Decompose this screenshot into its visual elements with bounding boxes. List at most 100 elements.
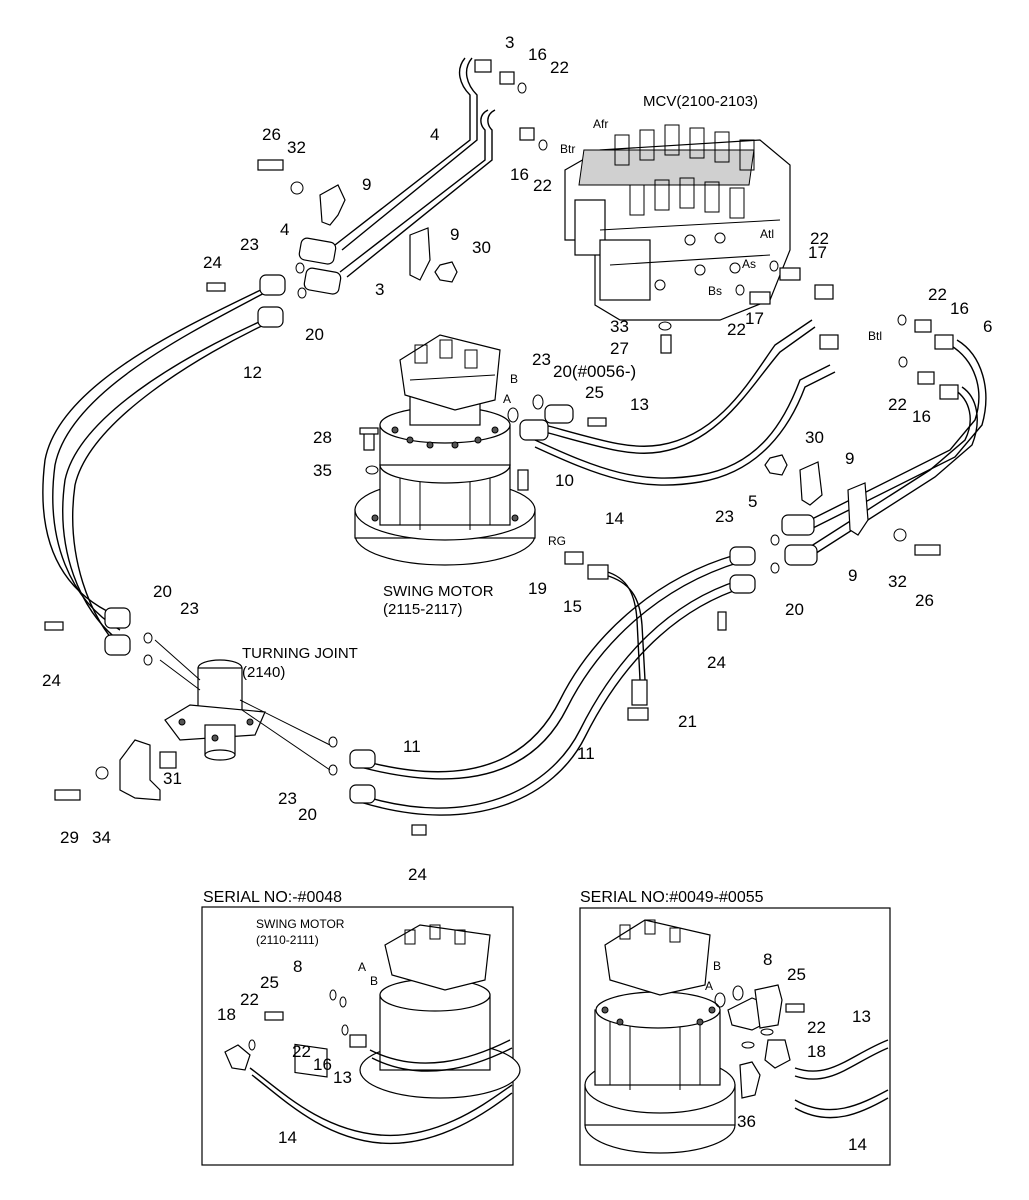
inset-callout: 16	[313, 1055, 332, 1074]
callout: 9	[845, 449, 854, 468]
callout: 19	[528, 579, 547, 598]
inset-right-title: SERIAL NO:#0049-#0055	[580, 889, 764, 906]
callout: 16	[912, 407, 931, 426]
inset-callout: 18	[807, 1042, 826, 1061]
turning-joint-range: (2140)	[242, 664, 285, 681]
callout: 20	[785, 600, 804, 619]
callout: 20	[305, 325, 324, 344]
flanges	[104, 237, 818, 804]
callout: 22	[727, 320, 746, 339]
inset-right-port-b: B	[713, 959, 721, 973]
callout: 3	[505, 33, 514, 52]
callout: 17	[808, 243, 827, 262]
callout: 11	[403, 737, 421, 756]
callout: 22	[810, 229, 829, 248]
callout: 33	[610, 317, 629, 336]
callout: 9	[362, 175, 371, 194]
callout: 20(#0056-)	[553, 362, 636, 381]
inset-right-port-a: A	[705, 979, 713, 993]
callout: 29	[60, 828, 79, 847]
port-a: A	[503, 392, 511, 406]
swing-motor	[354, 334, 536, 566]
callout: 16	[510, 165, 529, 184]
inset-serial-0049-0055: SERIAL NO:#0049-#0055 B A 8	[579, 889, 891, 1166]
inset-callout: 25	[260, 973, 279, 992]
callout: 26	[915, 591, 934, 610]
port-rg: RG	[548, 534, 566, 548]
callout: 34	[92, 828, 111, 847]
callout: 15	[563, 597, 582, 616]
turning-joint	[164, 659, 266, 761]
inset-callout: 8	[763, 950, 772, 969]
callout: 30	[472, 238, 491, 257]
callout: 32	[888, 572, 907, 591]
callout: 21	[678, 712, 697, 731]
callout: 9	[450, 225, 459, 244]
port-bs: Bs	[708, 284, 722, 298]
callout: 27	[610, 339, 629, 358]
callout: 24	[203, 253, 222, 272]
callout: 5	[748, 492, 757, 511]
callout: 22	[533, 176, 552, 195]
callout: 23	[715, 507, 734, 526]
inset-left-motor-range: (2110-2111)	[256, 933, 319, 947]
callout: 12	[243, 363, 262, 382]
callout: 13	[630, 395, 649, 414]
callout: 4	[430, 125, 439, 144]
callout: 6	[983, 317, 992, 336]
inset-left-port-a: A	[358, 960, 366, 974]
inset-callout: 8	[293, 957, 302, 976]
callout: 31	[163, 769, 182, 788]
mcv-label: MCV(2100-2103)	[643, 93, 758, 110]
inset-callout: 14	[278, 1128, 297, 1147]
callout: 28	[313, 428, 332, 447]
mounting-bracket	[119, 739, 161, 801]
callout: 23	[278, 789, 297, 808]
callout: 32	[287, 138, 306, 157]
port-btl: Btl	[868, 329, 882, 343]
callout: 25	[585, 383, 604, 402]
callout: 20	[298, 805, 317, 824]
callout: 17	[745, 309, 764, 328]
port-b: B	[510, 372, 518, 386]
inset-left-motor: SWING MOTOR	[256, 917, 345, 931]
inset-callout: 13	[333, 1068, 352, 1087]
port-atl: Atl	[760, 227, 774, 241]
callout: 22	[888, 395, 907, 414]
pipe-clamps	[319, 184, 869, 536]
hose-lines	[42, 57, 987, 816]
callout: 20	[153, 582, 172, 601]
callout: 14	[605, 509, 624, 528]
callout: 24	[408, 865, 427, 884]
callout: 24	[42, 671, 61, 690]
port-as: As	[742, 257, 756, 271]
callout: 30	[805, 428, 824, 447]
port-afr: Afr	[593, 117, 608, 131]
inset-callout: 22	[240, 990, 259, 1009]
inset-left-port-b: B	[370, 974, 378, 988]
inset-callout: 25	[787, 965, 806, 984]
callout: 35	[313, 461, 332, 480]
callout: 9	[848, 566, 857, 585]
callout: 10	[555, 471, 574, 490]
callout: 3	[375, 280, 384, 299]
inset-callout: 36	[737, 1112, 756, 1131]
inset-callout: 13	[852, 1007, 871, 1026]
callout: 23	[240, 235, 259, 254]
mcv-valve-block	[564, 124, 791, 321]
callout: 23	[532, 350, 551, 369]
turning-joint-label: TURNING JOINT	[242, 645, 358, 662]
inset-serial-0048: SERIAL NO:-#0048 SWING MOTOR (2110-2111)…	[201, 889, 521, 1166]
inset-callout: 22	[807, 1018, 826, 1037]
callout: 22	[928, 285, 947, 304]
callout: 11	[577, 744, 595, 763]
callout: 23	[180, 599, 199, 618]
callout: 16	[528, 45, 547, 64]
callout: 4	[280, 220, 289, 239]
port-btr: Btr	[560, 142, 575, 156]
inset-callout: 18	[217, 1005, 236, 1024]
callout: 26	[262, 125, 281, 144]
inset-callout: 22	[292, 1042, 311, 1061]
swing-motor-range: (2115-2117)	[383, 601, 463, 618]
inset-left-title: SERIAL NO:-#0048	[203, 889, 342, 906]
